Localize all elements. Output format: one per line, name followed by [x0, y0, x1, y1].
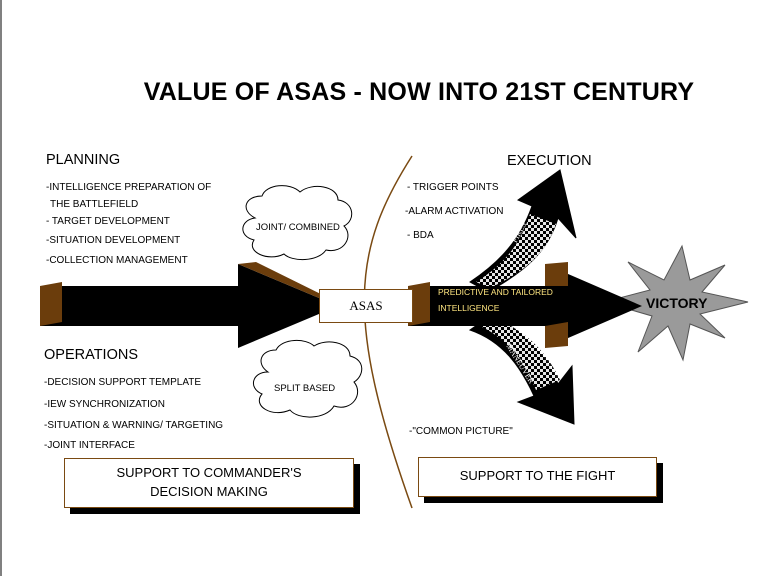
operations-item: -JOINT INTERFACE	[44, 440, 135, 451]
execution-item: - BDA	[407, 230, 434, 241]
operations-item: -IEW SYNCHRONIZATION	[44, 399, 165, 410]
execution-item: - TRIGGER POINTS	[407, 182, 499, 193]
victory-starburst	[602, 244, 749, 362]
planning-item: THE BATTLEFIELD	[50, 199, 139, 210]
victory-label: VICTORY	[646, 295, 708, 311]
asas-label: ASAS	[349, 298, 383, 313]
execution-heading: EXECUTION	[507, 153, 592, 169]
predictive-label-line1: PREDICTIVE AND TAILORED	[438, 287, 553, 297]
fires-arrow	[469, 169, 577, 293]
operations-item: -DECISION SUPPORT TEMPLATE	[44, 377, 202, 388]
page-title: VALUE OF ASAS - NOW INTO 21ST CENTURY	[143, 78, 695, 106]
planning-item: -INTELLIGENCE PREPARATION OF	[46, 182, 212, 193]
operations-item: -SITUATION & WARNING/ TARGETING	[44, 420, 224, 431]
asas-box: ASAS	[319, 289, 413, 323]
commander-support-box: SUPPORT TO COMMANDER'S DECISION MAKING	[64, 458, 354, 508]
fight-support-box: SUPPORT TO THE FIGHT	[418, 457, 657, 497]
predictive-label-line2: INTELLIGENCE	[438, 303, 500, 313]
maneuver-arrow	[468, 315, 575, 425]
split-based-label: SPLIT BASED	[274, 383, 336, 394]
planning-arrow	[40, 262, 345, 348]
commander-support-line1: SUPPORT TO COMMANDER'S	[116, 465, 302, 480]
joint-combined-cloud	[242, 185, 353, 260]
fight-support-label: SUPPORT TO THE FIGHT	[459, 468, 616, 483]
execution-item: -ALARM ACTIVATION	[405, 206, 504, 217]
execution-item: -"COMMON PICTURE"	[409, 426, 513, 437]
split-based-cloud	[253, 340, 363, 418]
planning-item: - TARGET DEVELOPMENT	[46, 216, 170, 227]
execution-arrow	[408, 262, 642, 348]
commander-support-line2: DECISION MAKING	[150, 484, 268, 499]
operations-heading: OPERATIONS	[44, 347, 138, 363]
planning-item: -SITUATION DEVELOPMENT	[46, 235, 181, 246]
joint-combined-label: JOINT/ COMBINED	[256, 222, 340, 233]
planning-item: -COLLECTION MANAGEMENT	[46, 255, 188, 266]
planning-heading: PLANNING	[46, 152, 121, 168]
